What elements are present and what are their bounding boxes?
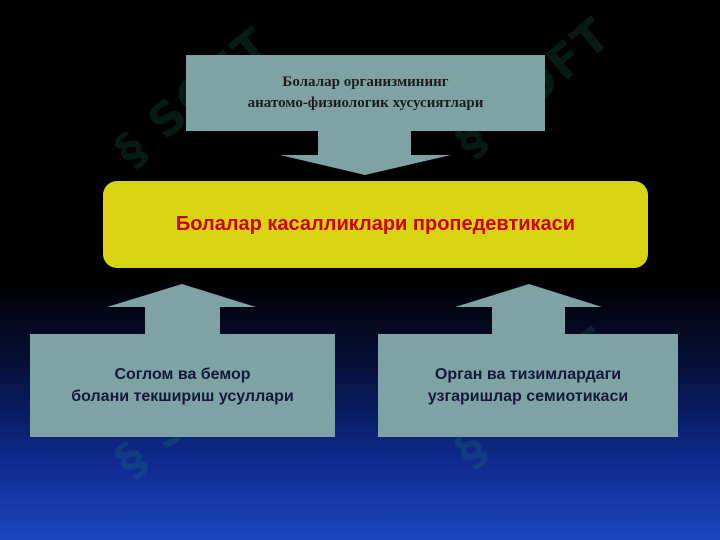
center-box: Болалар касалликлари пропедевтикаси [103,181,648,268]
arrow-down [280,155,451,175]
right-box-line2: узгаришлар семиотикаси [427,387,629,405]
arrow-down-shaft [318,131,411,155]
left-box-line2: болани текшириш усуллари [71,387,294,405]
right-box-line1: Орган ва тизимлардаги [434,365,622,383]
left-box-line1: Соглом ва бемор [114,365,251,383]
left-box: Соглом ва бемор болани текшириш усуллари [30,334,335,437]
top-box-line2: анатомо-физиологик хусусиятлари [247,95,484,111]
right-box: Орган ва тизимлардаги узгаришлар семиоти… [378,334,678,437]
arrow-up-left [107,284,256,334]
arrow-up-right [455,284,602,334]
center-box-text: Болалар касалликлари пропедевтикаси [175,213,576,235]
top-box-line1: Болалар организмининг [282,74,449,90]
top-box: Болалар организмининг анатомо-физиологик… [186,55,545,131]
